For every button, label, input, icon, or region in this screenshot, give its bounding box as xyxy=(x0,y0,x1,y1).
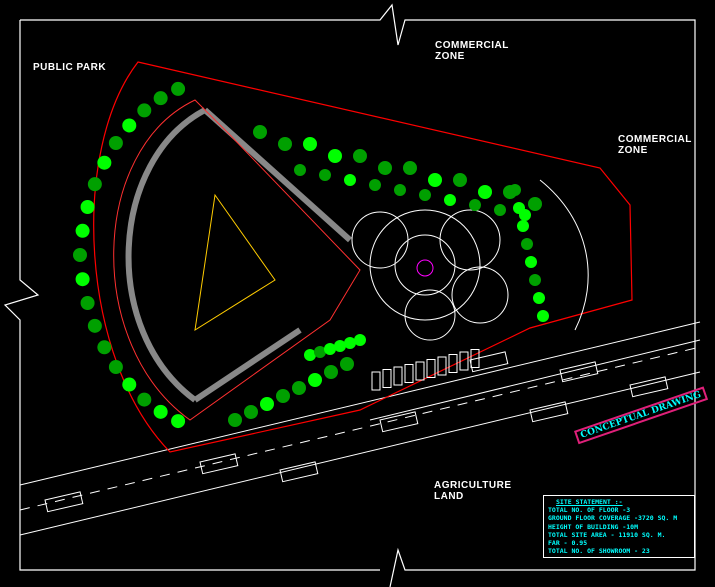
tree-icon xyxy=(244,405,258,419)
label-line: ZONE xyxy=(435,51,509,62)
tree-icon xyxy=(344,174,356,186)
tree-icon xyxy=(528,197,542,211)
statement-line: TOTAL NO. OF FLOOR -3 xyxy=(548,506,690,514)
site-statement-box: SITE STATEMENT :- TOTAL NO. OF FLOOR -3 … xyxy=(543,495,695,558)
tree-icon xyxy=(428,173,442,187)
statement-line: FAR - 0.95 xyxy=(548,539,690,547)
statement-line: TOTAL SITE AREA - 11910 SQ. M. xyxy=(548,531,690,539)
tree-icon xyxy=(137,103,151,117)
parking-bay-icon xyxy=(383,370,391,388)
label-line: COMMERCIAL xyxy=(435,40,509,51)
tree-icon xyxy=(253,125,267,139)
tree-icon xyxy=(81,200,95,214)
tree-icon xyxy=(378,161,392,175)
tree-icon xyxy=(303,137,317,151)
tree-icon xyxy=(328,149,342,163)
tree-icon xyxy=(171,82,185,96)
tree-icon xyxy=(394,184,406,196)
tree-icon xyxy=(122,378,136,392)
tree-icon xyxy=(453,173,467,187)
tree-icon xyxy=(517,220,529,232)
tree-icon xyxy=(353,149,367,163)
parking-bay-icon xyxy=(405,365,413,383)
tree-icon xyxy=(294,164,306,176)
tree-icon xyxy=(478,185,492,199)
tree-icon xyxy=(533,292,545,304)
label-line: AGRICULTURE xyxy=(434,480,512,491)
tree-icon xyxy=(469,199,481,211)
tree-icon xyxy=(260,397,274,411)
tree-icon xyxy=(308,373,322,387)
vehicle-icon xyxy=(45,492,83,512)
tree-icon xyxy=(81,296,95,310)
tree-icon xyxy=(109,136,123,150)
vehicle-icon xyxy=(200,454,238,474)
tree-icon xyxy=(292,381,306,395)
tree-icon xyxy=(228,413,242,427)
tree-icon xyxy=(154,91,168,105)
vehicle-icon xyxy=(380,412,418,432)
tree-icon xyxy=(525,256,537,268)
tree-icon xyxy=(340,357,354,371)
tree-icon xyxy=(122,118,136,132)
statement-line: TOTAL NO. OF SHOWROOM - 23 xyxy=(548,547,690,555)
tree-icon xyxy=(537,310,549,322)
label-commercial-zone-right: COMMERCIALZONE xyxy=(618,134,692,156)
statement-line: GROUND FLOOR COVERAGE -3720 SQ. M xyxy=(548,514,690,522)
label-line: LAND xyxy=(434,491,512,502)
atrium-triangle xyxy=(195,195,275,330)
tree-icon xyxy=(276,389,290,403)
tree-icon xyxy=(419,189,431,201)
label-commercial-zone-top: COMMERCIALZONE xyxy=(435,40,509,62)
tree-icon xyxy=(324,365,338,379)
label-line: COMMERCIAL xyxy=(618,134,692,145)
tree-icon xyxy=(88,319,102,333)
tree-icon xyxy=(97,156,111,170)
tree-icon xyxy=(369,179,381,191)
tree-icon xyxy=(76,224,90,238)
vehicle-icon xyxy=(630,377,668,397)
tree-icon xyxy=(513,202,525,214)
tree-icon xyxy=(76,272,90,286)
tree-icon xyxy=(278,137,292,151)
tree-icon xyxy=(97,340,111,354)
tree-icon xyxy=(171,414,185,428)
landscape-plaza xyxy=(352,210,508,340)
tree-icon xyxy=(354,334,366,346)
tree-icon xyxy=(444,194,456,206)
tree-icon xyxy=(319,169,331,181)
label-line: ZONE xyxy=(618,145,692,156)
tree-icon xyxy=(73,248,87,262)
parking-bay-icon xyxy=(394,367,402,385)
tree-icon xyxy=(521,238,533,250)
parking-bay-icon xyxy=(416,362,424,380)
site-statement-title: SITE STATEMENT :- xyxy=(556,498,690,506)
tree-icon xyxy=(509,184,521,196)
trees xyxy=(73,82,549,428)
parking-drive xyxy=(540,180,588,330)
tree-icon xyxy=(403,161,417,175)
statement-line: HEIGHT OF BUILDING -10M xyxy=(548,523,690,531)
parking-bay-icon xyxy=(372,372,380,390)
tree-icon xyxy=(137,393,151,407)
label-agriculture-land: AGRICULTURELAND xyxy=(434,480,512,502)
tree-icon xyxy=(529,274,541,286)
tree-icon xyxy=(154,405,168,419)
label-public-park: PUBLIC PARK xyxy=(33,62,106,73)
tree-icon xyxy=(109,360,123,374)
tree-icon xyxy=(494,204,506,216)
tree-icon xyxy=(88,177,102,191)
site-boundary xyxy=(94,62,632,452)
